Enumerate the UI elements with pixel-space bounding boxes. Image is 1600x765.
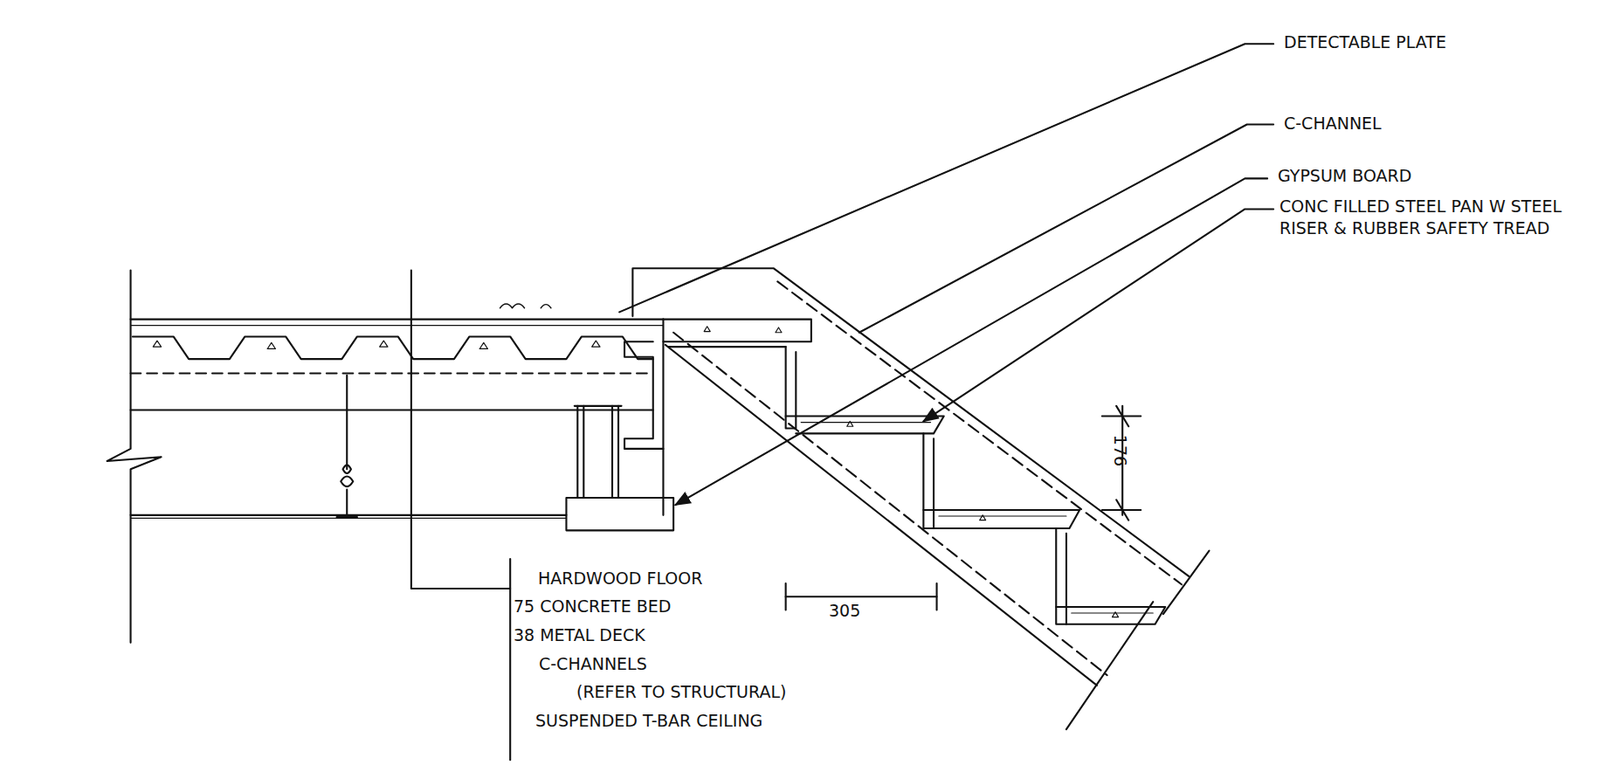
stringer xyxy=(632,268,1209,730)
stair-steps xyxy=(662,319,1166,625)
material-note: HARDWOOD FLOOR xyxy=(537,567,703,590)
material-note: 38 METAL DECK xyxy=(513,624,646,647)
callout-label: DETECTABLE PLATE xyxy=(1283,31,1447,54)
callout-label: CONC FILLED STEEL PAN W STEEL RISER & RU… xyxy=(1279,195,1587,239)
callout-label: GYPSUM BOARD xyxy=(1277,165,1412,187)
dimension-label: 305 xyxy=(828,600,861,622)
material-note: (REFER TO STRUCTURAL) xyxy=(576,681,787,704)
leader-lines xyxy=(619,43,1274,505)
callout-label: C-CHANNEL xyxy=(1283,112,1382,135)
floor-slab xyxy=(131,303,664,410)
ceiling xyxy=(131,375,675,532)
c-channel-edge xyxy=(574,319,664,516)
dimension-label: 176 xyxy=(1109,434,1132,467)
dimension-lines xyxy=(786,406,1142,611)
material-note: SUSPENDED T-BAR CEILING xyxy=(535,710,763,732)
material-note: 75 CONCRETE BED xyxy=(513,595,671,618)
material-note: C-CHANNELS xyxy=(538,653,648,676)
